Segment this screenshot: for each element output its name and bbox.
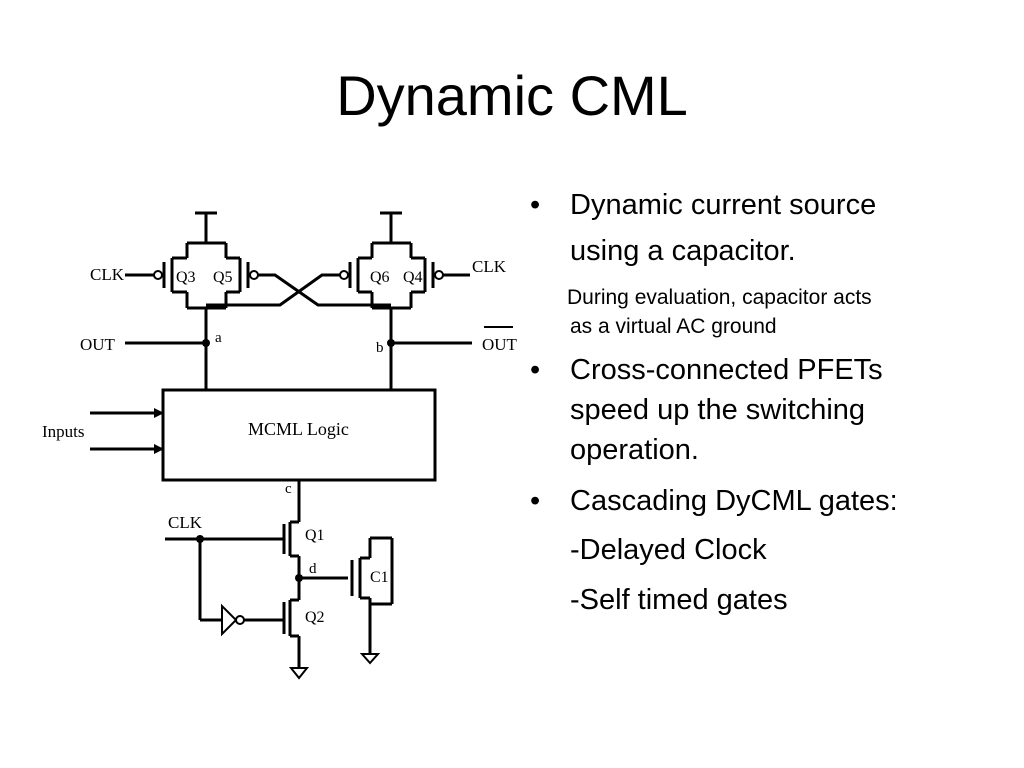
- cross-coupling-wires: [206, 273, 391, 307]
- q4-label: Q4: [403, 269, 423, 286]
- capacitor-c1: [295, 536, 394, 665]
- bullet-line: Cross-connected PFETs: [570, 354, 883, 386]
- clk-bottom-label: CLK: [168, 513, 203, 532]
- nfet-q1: [165, 480, 301, 578]
- bullet-line: speed up the switching: [570, 394, 866, 426]
- node-a-label: a: [215, 330, 222, 346]
- nfet-q2: [244, 578, 310, 680]
- out-label: OUT: [80, 335, 116, 354]
- bullet-line: Dynamic current source: [570, 189, 877, 221]
- pfet-pair-q3-q5: [153, 243, 259, 390]
- inverter: [198, 539, 245, 637]
- sub-item-delayed-clock: -Delayed Clock: [570, 534, 767, 566]
- sub-note-line: During evaluation, capacitor acts: [567, 286, 872, 309]
- bullet-line: Cascading DyCML gates:: [570, 485, 898, 517]
- node-d-label: d: [309, 561, 317, 577]
- clk-left-label: CLK: [90, 265, 125, 284]
- clk-right-label: CLK: [472, 257, 507, 276]
- q2-label: Q2: [305, 609, 325, 626]
- out-bar-label: OUT: [482, 335, 518, 354]
- bullet-line: operation.: [570, 434, 699, 466]
- bullet-line: using a capacitor.: [570, 235, 796, 267]
- pfet-pair-q6-q4: [339, 243, 444, 390]
- inputs-label: Inputs: [42, 422, 85, 441]
- slide-title: Dynamic CML: [336, 64, 688, 127]
- node-c-label: c: [285, 481, 292, 497]
- logic-label: MCML Logic: [248, 419, 349, 439]
- sub-item-self-timed-gates: -Self timed gates: [570, 584, 788, 616]
- bullet-marker: •: [530, 189, 541, 221]
- q6-label: Q6: [370, 269, 390, 286]
- q1-label: Q1: [305, 527, 325, 544]
- c1-label: C1: [370, 569, 389, 586]
- bullet-marker: •: [530, 485, 541, 517]
- bullet-marker: •: [530, 354, 541, 386]
- node-b-label: b: [376, 340, 384, 356]
- mcml-logic-block: [161, 388, 437, 482]
- vdd-right: [372, 211, 411, 245]
- output-wires: [125, 326, 513, 347]
- input-arrows: [90, 408, 164, 454]
- sub-note-line: as a virtual AC ground: [570, 315, 777, 338]
- q3-label: Q3: [176, 269, 196, 286]
- vdd-left: [187, 211, 226, 245]
- q5-label: Q5: [213, 269, 233, 286]
